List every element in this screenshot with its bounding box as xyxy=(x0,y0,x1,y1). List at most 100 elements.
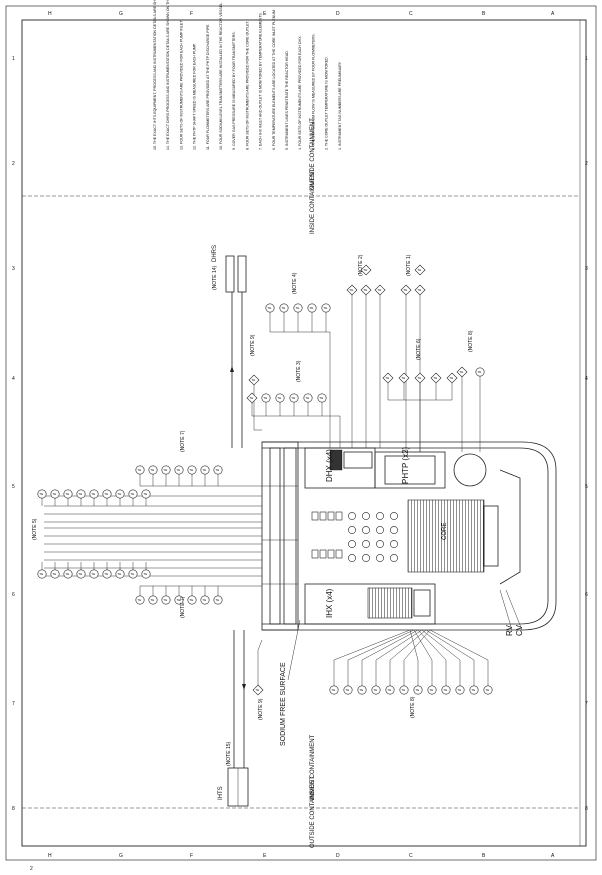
note-text: 10. FOUR SODIUM LEVEL TRANSMITTERS ARE I… xyxy=(219,2,223,150)
instrument-diamond xyxy=(374,284,386,296)
instrument-tag: TE xyxy=(319,396,323,400)
note-ref-7b: (NOTE 7) xyxy=(180,596,186,618)
zone-number: 5 xyxy=(12,484,15,490)
instrument-tag: TE xyxy=(263,396,267,400)
instrument-tag: TE xyxy=(309,306,313,310)
signal-line xyxy=(403,629,431,661)
instrument-bubble xyxy=(128,489,138,499)
in-vessel-sensor xyxy=(376,526,384,534)
instrument-bubble xyxy=(321,303,331,313)
instrument-diamond xyxy=(446,372,458,384)
instrument-tag: TE xyxy=(249,396,253,400)
in-vessel-sensor xyxy=(362,554,370,562)
instrument-tag: TE xyxy=(471,688,475,692)
instrument-bubble xyxy=(102,489,112,499)
instrument-diamond xyxy=(414,284,426,296)
in-vessel-sensor xyxy=(362,526,370,534)
instrument-bubble xyxy=(161,595,171,605)
instrument-bubble xyxy=(141,489,151,499)
outside-containment-top-label: OUTSIDE CONTAINMENT xyxy=(310,118,316,190)
inside-containment-top-label: INSIDE CONTAINMENT xyxy=(310,168,316,234)
instrument-bubble xyxy=(148,595,158,605)
zone-number: 4 xyxy=(585,376,588,382)
instrument-tag: TE xyxy=(417,268,421,272)
note-text: 12. THE PHTP SHAFT SPEED IS MEASURED FOR… xyxy=(193,43,197,150)
instrument-bubble xyxy=(213,465,223,475)
instrument-bubble xyxy=(174,465,184,475)
instrument-bubble xyxy=(76,489,86,499)
zone-number: 1 xyxy=(12,56,15,62)
zone-letter: D xyxy=(336,853,340,859)
instrument-tag: TE xyxy=(117,492,121,496)
instrument-tag: TE xyxy=(403,288,407,292)
zone-number: 2 xyxy=(585,161,588,167)
zone-letter: C xyxy=(409,853,413,859)
zone-number: 1 xyxy=(585,56,588,62)
in-vessel-port xyxy=(311,549,319,559)
instrument-bubble xyxy=(357,685,367,695)
instrument-tag: TE xyxy=(65,492,69,496)
note-ref-8b: (NOTE 8) xyxy=(468,330,474,352)
instrument-bubble xyxy=(37,569,47,579)
instrument-bubble xyxy=(293,303,303,313)
instrument-bubble xyxy=(187,595,197,605)
signal-line xyxy=(389,629,427,661)
instrument-tag: TE xyxy=(401,688,405,692)
note-ref-6: (NOTE 6) xyxy=(416,338,422,360)
instrument-tag: TE xyxy=(457,688,461,692)
instrument-diamond xyxy=(248,374,260,386)
zone-letter: G xyxy=(119,11,123,17)
instrument-bubble xyxy=(141,569,151,579)
note-text: 9. COVER GAS PRESSURE IS MEASURED BY FOU… xyxy=(232,31,236,150)
instrument-tag: TE xyxy=(130,492,134,496)
zone-number: 3 xyxy=(585,266,588,272)
instrument-bubble xyxy=(115,569,125,579)
instrument-diamond xyxy=(246,392,258,404)
note-ref-5: (NOTE 5) xyxy=(32,518,38,540)
side-zone-numbers-right: 1 2 3 4 5 6 7 8 xyxy=(585,56,588,812)
in-vessel-port xyxy=(327,511,335,521)
instrument-bubble xyxy=(261,393,271,403)
note-ref-1: (NOTE 1) xyxy=(406,254,412,276)
instrument-bubble xyxy=(317,393,327,403)
instrument-tag: TE xyxy=(91,492,95,496)
core-label: CORE xyxy=(442,523,448,540)
instrument-tag: TE xyxy=(295,306,299,310)
zone-letter: G xyxy=(119,853,123,859)
instrument-bubble xyxy=(89,569,99,579)
note-ref-3: (NOTE 3) xyxy=(296,360,302,382)
instrument-bubble xyxy=(102,569,112,579)
instrument-tag: TE xyxy=(345,688,349,692)
instrument-tag: TE xyxy=(176,468,180,472)
zone-number: 7 xyxy=(12,701,15,707)
note-text: 5. INSTRUMENT LINES PENETRATE THE REACTO… xyxy=(285,50,289,150)
instrument-tag: TE xyxy=(477,370,481,374)
instrument-tag: TE xyxy=(251,378,255,382)
zone-letter: E xyxy=(263,11,267,17)
instrument-tag: TE xyxy=(176,598,180,602)
instrument-bubble xyxy=(265,303,275,313)
instrument-tag: TE xyxy=(359,688,363,692)
zone-letter: H xyxy=(48,853,52,859)
note-text: 11. FOUR FLOWMETERS ARE PROVIDED AT THE … xyxy=(206,24,210,150)
instrument-tag: TE xyxy=(39,492,43,496)
instrument-tag: TE xyxy=(143,492,147,496)
instrument-bubble xyxy=(275,393,285,403)
instrument-diamond xyxy=(360,284,372,296)
note-text: 3. THE DHX SODIUM FLOW IS MEASURED BY FO… xyxy=(311,34,315,150)
zone-letter: A xyxy=(551,853,555,859)
note-ref-14: (NOTE 14) xyxy=(212,265,218,290)
instrument-tag: TE xyxy=(433,376,437,380)
zone-number: 8 xyxy=(585,806,588,812)
instrument-bubble xyxy=(483,685,493,695)
instrument-tag: TE xyxy=(363,288,367,292)
in-vessel-sensor xyxy=(376,540,384,548)
in-vessel-sensor xyxy=(348,554,356,562)
instrument-diamond xyxy=(456,366,468,378)
instrument-diamond xyxy=(360,264,372,276)
signal-line xyxy=(361,629,419,661)
ihx-label: IHX (x4) xyxy=(325,588,334,618)
instrument-bubble xyxy=(279,303,289,313)
instrument-tag: TE xyxy=(143,572,147,576)
